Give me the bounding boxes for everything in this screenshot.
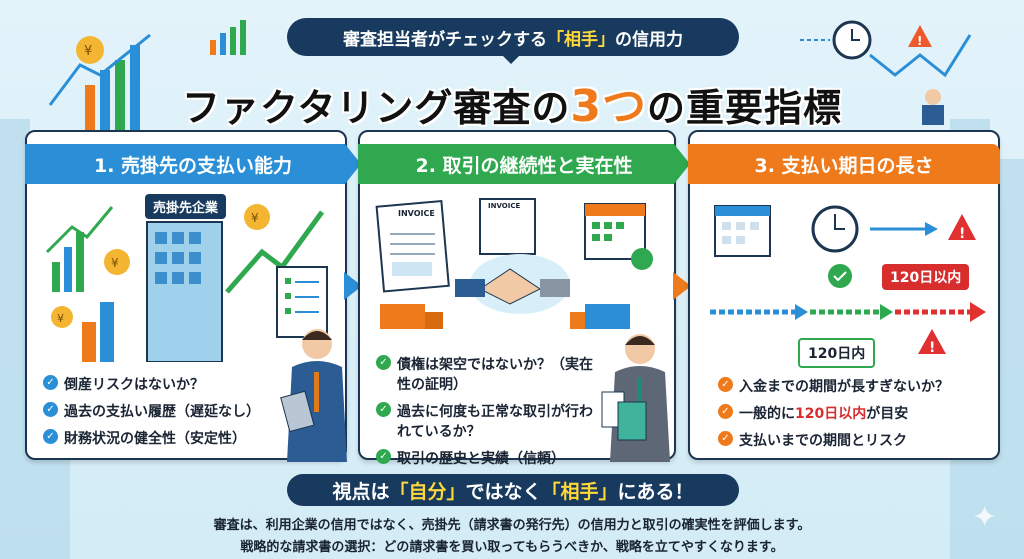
- sparkle-icon: ✦: [972, 500, 998, 535]
- panel-header: 1. 売掛先の支払い能力: [25, 144, 361, 184]
- check-text: 一般的に120日以内が目安: [739, 403, 908, 423]
- check-text: 入金までの期間が長すぎないか？: [739, 379, 949, 395]
- svg-text:!: !: [929, 340, 935, 356]
- check-item: ✓ 倒産リスクはないか？: [43, 374, 260, 394]
- check-item: ✓ 過去に何度も正常な取引が行われているか？: [376, 401, 606, 441]
- growth-chart-icon: ¥: [48, 20, 246, 135]
- check-item: ✓ 支払いまでの期間とリスク: [718, 430, 949, 450]
- timeline-illustration: ! !: [710, 205, 986, 356]
- subtitle-highlight: 「相手」: [547, 29, 615, 50]
- footer-line-1: 審査は、利用企業の信用ではなく、売掛先（請求書の発行先）の信用力と取引の確実性を…: [213, 518, 811, 533]
- check-icon: ✓: [43, 375, 58, 390]
- panel-continuity-existence: 2. 取引の継続性と実在性 INVOICE INVOICE ✓債権は架空ではない…: [358, 130, 676, 467]
- company-building-illustration: ¥ ¥ ¥: [45, 204, 328, 362]
- banner-highlight-self: 「自分」: [389, 480, 466, 503]
- check-text-post: が目安: [866, 406, 909, 422]
- building-label: 売掛先企業: [145, 194, 227, 219]
- check-text: 倒産リスクはないか？: [64, 377, 204, 393]
- check-icon: ✓: [43, 429, 58, 444]
- panel-header: 3. 支払い期日の長さ: [688, 144, 1000, 184]
- check-text-highlight: 120日以内: [795, 406, 867, 422]
- panel-payment-ability: 1. 売掛先の支払い能力 ¥ ¥ ¥ 売掛先企業 ✓倒産リスクはないか？ ✓過去…: [25, 130, 347, 462]
- businessman-clipboard-illustration: [601, 334, 670, 462]
- badge-120-days: 120日内: [798, 338, 876, 368]
- check-text: 過去の支払い履歴（遅延なし）: [64, 404, 260, 420]
- check-item: ✓ 財務状況の健全性（安定性）: [43, 428, 260, 448]
- banner-highlight-partner: 「相手」: [541, 480, 618, 503]
- subtitle-bubble: 審査担当者がチェックする「相手」の信用力: [287, 18, 739, 64]
- banner-text: 視点は: [332, 480, 390, 503]
- title-text: ファクタリング審査の: [181, 86, 571, 130]
- check-icon: ✓: [718, 377, 733, 392]
- check-item: ✓ 一般的に120日以内が目安: [718, 403, 949, 423]
- check-item: ✓ 債権は架空ではないか？（実在性の証明）: [376, 354, 606, 394]
- check-text: 財務状況の健全性（安定性）: [64, 431, 246, 447]
- check-icon: ✓: [718, 431, 733, 446]
- page-title: ファクタリング審査の3つの重要指標: [180, 70, 844, 134]
- check-text: 過去に何度も正常な取引が行われているか？: [397, 404, 593, 440]
- arrow-right-icon: [673, 272, 705, 300]
- check-icon: ✓: [718, 404, 733, 419]
- title-number: 3つ: [570, 81, 648, 132]
- check-text-pre: 一般的に: [739, 406, 795, 422]
- check-icon: ✓: [43, 402, 58, 417]
- check-icon: ✓: [376, 402, 391, 417]
- check-list: ✓ 債権は架空ではないか？（実在性の証明） ✓ 過去に何度も正常な取引が行われている…: [376, 354, 606, 475]
- footer-line-2: 戦略的な請求書の選択：どの請求書を買い取ってもらうべきか、戦略を立てやすくなりま…: [240, 540, 784, 555]
- title-text-end: の重要指標: [647, 86, 843, 130]
- svg-text:¥: ¥: [84, 44, 92, 59]
- subtitle-text: 審査担当者がチェックする: [343, 29, 547, 50]
- check-item: ✓ 取引の歴史と実績（信頼）: [376, 448, 606, 468]
- panel-header: 2. 取引の継続性と実在性: [358, 144, 690, 184]
- check-text: 取引の歴史と実績（信頼）: [397, 451, 565, 467]
- svg-text:!: !: [917, 34, 922, 48]
- panel-payment-term: 3. 支払い期日の長さ ! ! 120日以内 120日内 ✓ 入金までの期間が長す…: [688, 130, 1000, 460]
- check-icon: ✓: [376, 355, 391, 370]
- banner-text-mid: ではなく: [465, 480, 542, 503]
- check-list: ✓ 倒産リスクはないか？ ✓ 過去の支払い履歴（遅延なし） ✓ 財務状況の健全性（安定…: [43, 374, 260, 455]
- subtitle-text-end: の信用力: [615, 29, 683, 50]
- check-text: 債権は架空ではないか？（実在性の証明）: [397, 357, 593, 393]
- check-item: ✓ 入金までの期間が長すぎないか？: [718, 376, 949, 396]
- banner-text-end: にある！: [617, 480, 694, 503]
- businessman-tablet-illustration: [280, 329, 347, 462]
- clock-warning-icon: !: [800, 20, 972, 125]
- check-item: ✓ 過去の支払い履歴（遅延なし）: [43, 401, 260, 421]
- svg-text:¥: ¥: [251, 211, 259, 225]
- key-message-banner: 視点は「自分」ではなく「相手」にある！: [287, 474, 739, 506]
- check-icon: ✓: [376, 449, 391, 464]
- invoice-handshake-illustration: [375, 198, 653, 329]
- svg-text:¥: ¥: [57, 312, 64, 325]
- svg-text:!: !: [959, 226, 965, 242]
- arrow-right-icon: [344, 272, 376, 300]
- badge-within-120-days: 120日以内: [882, 264, 970, 290]
- invoice-label: INVOICE: [398, 209, 435, 218]
- invoice-label-2: INVOICE: [488, 202, 521, 210]
- svg-text:¥: ¥: [111, 256, 119, 270]
- check-list: ✓ 入金までの期間が長すぎないか？ ✓ 一般的に120日以内が目安 ✓ 支払いまでの期…: [718, 376, 949, 457]
- check-text: 支払いまでの期間とリスク: [739, 433, 907, 449]
